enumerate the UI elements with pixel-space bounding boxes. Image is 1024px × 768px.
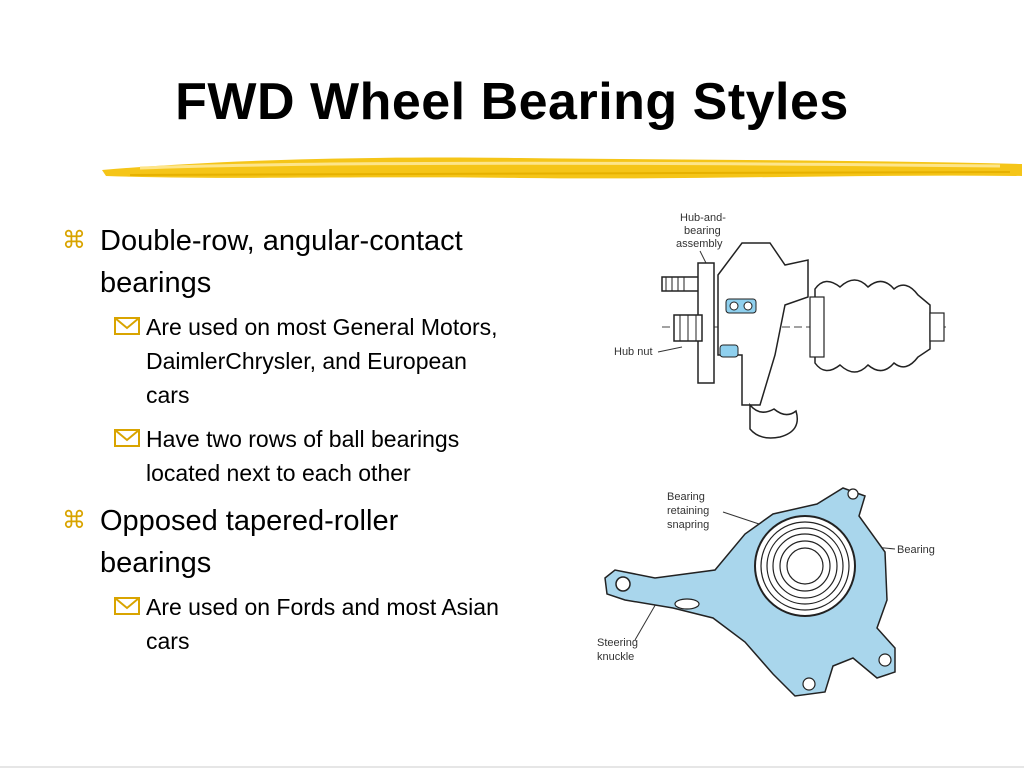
subbullet-text: Have two rows of ball bearings located n…	[146, 426, 460, 486]
command-bullet-icon: ⌘	[62, 227, 86, 254]
hub-label-line3: assembly	[676, 238, 723, 250]
bullet-text: Double-row, angular-contact bearings	[100, 225, 463, 299]
subbullet-gm-cars: Are used on most General Motors, Daimler…	[62, 310, 502, 412]
steering-label-line2: knuckle	[597, 651, 634, 663]
slide-footer-line	[0, 766, 1024, 768]
title-underline-stroke	[102, 157, 1022, 179]
hub-nut-label: Hub nut	[614, 346, 653, 358]
envelope-bullet-icon	[114, 317, 140, 335]
hub-label-line2: bearing	[684, 225, 721, 237]
envelope-bullet-icon	[114, 597, 140, 615]
command-bullet-icon: ⌘	[62, 507, 86, 534]
subbullet-text: Are used on most General Motors, Daimler…	[146, 314, 498, 408]
snapring-label-line3: snapring	[667, 519, 709, 531]
hub-label-line1: Hub-and-	[680, 212, 726, 224]
subbullet-text: Are used on Fords and most Asian cars	[146, 594, 499, 654]
bullet-tapered-roller: ⌘ Opposed tapered-roller bearings	[62, 500, 502, 584]
steering-knuckle-diagram: Bearing retaining snapring Bearing Steer…	[597, 487, 935, 697]
envelope-bullet-icon	[114, 429, 140, 447]
snapring-label-line1: Bearing	[667, 491, 705, 503]
slide-title: FWD Wheel Bearing Styles	[175, 73, 849, 131]
bullet-text: Opposed tapered-roller bearings	[100, 505, 399, 579]
subbullet-fords: Are used on Fords and most Asian cars	[62, 590, 502, 658]
steering-label-line1: Steering	[597, 637, 638, 649]
bullet-double-row: ⌘ Double-row, angular-contact bearings	[62, 220, 502, 304]
bullet-list: ⌘ Double-row, angular-contact bearings A…	[62, 220, 502, 668]
subbullet-two-rows: Have two rows of ball bearings located n…	[62, 422, 502, 490]
hub-bearing-assembly-diagram: Hub-and- bearing assembly Hub nut	[614, 212, 950, 439]
bearing-label: Bearing	[897, 544, 935, 556]
snapring-label-line2: retaining	[667, 505, 709, 517]
